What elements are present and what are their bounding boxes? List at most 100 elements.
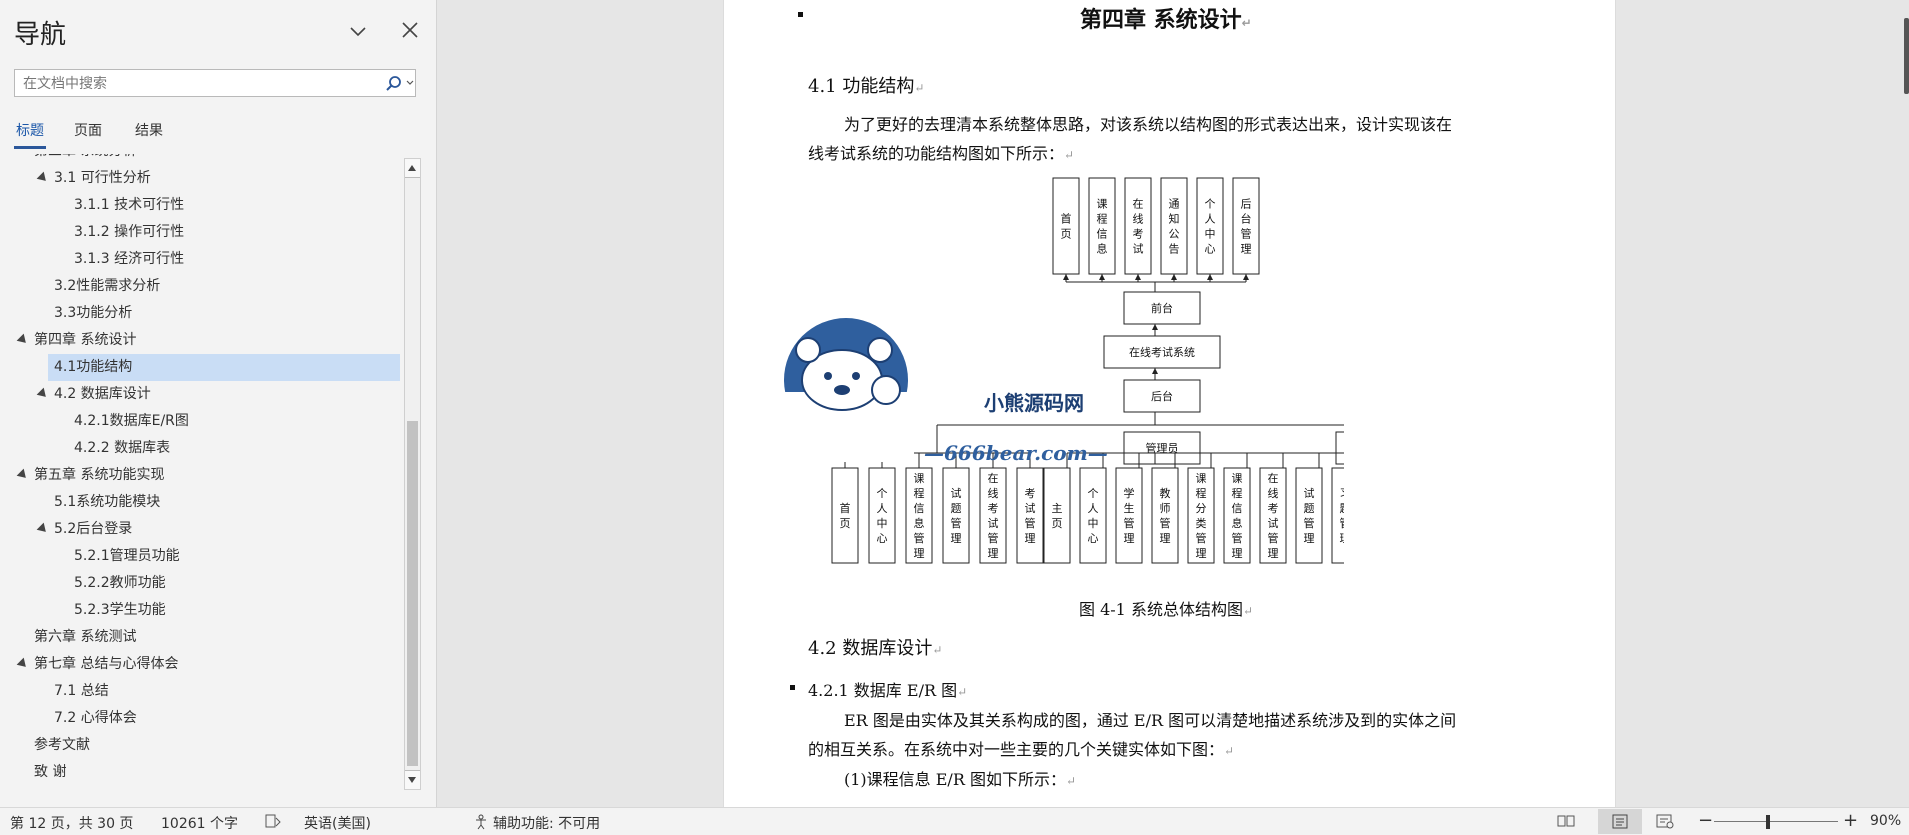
- svg-text:个: 个: [877, 487, 888, 500]
- document-scrollbar-thumb[interactable]: [1904, 18, 1909, 94]
- svg-text:理: 理: [1268, 547, 1279, 560]
- module-label: 主页: [1052, 502, 1063, 530]
- nav-tree-item[interactable]: 4.1功能结构: [0, 354, 404, 381]
- svg-text:页: 页: [1052, 517, 1063, 530]
- document-page[interactable]: 第四章 系统设计↵ 4.1 功能结构↵ 为了更好的去理清本系统整体思路，对该系统…: [723, 0, 1616, 807]
- accessibility-status[interactable]: 辅助功能: 不可用: [493, 816, 601, 832]
- zoom-out-button[interactable]: −: [1698, 810, 1714, 831]
- front-box: [1123, 291, 1201, 325]
- watermark-brand: 小熊源码网: [984, 391, 1084, 415]
- svg-text:管: 管: [1340, 516, 1345, 530]
- nav-tree-item[interactable]: 3.1.3 经济可行性: [0, 246, 404, 273]
- nav-tree-item[interactable]: 第三章 系统分析: [0, 154, 404, 165]
- tab-pages[interactable]: 页面: [74, 123, 102, 139]
- nav-tree-item[interactable]: 致 谢: [0, 759, 404, 786]
- svg-text:理: 理: [1232, 547, 1243, 560]
- scroll-down-button[interactable]: [405, 770, 420, 789]
- nav-tree-item[interactable]: 3.1 可行性分析: [0, 165, 404, 192]
- nav-tree-item[interactable]: 第七章 总结与心得体会: [0, 651, 404, 678]
- scroll-up-button[interactable]: [405, 159, 420, 178]
- nav-tree-label: 4.2.1数据库E/R图: [74, 413, 189, 429]
- module-box: [1295, 467, 1323, 564]
- module-box: [1016, 467, 1044, 564]
- nav-tree-item[interactable]: 参考文献: [0, 732, 404, 759]
- close-icon[interactable]: [398, 18, 422, 42]
- module-box: [1160, 177, 1188, 275]
- module-label: 在线考试: [1133, 198, 1144, 256]
- system-box: [1103, 335, 1221, 369]
- nav-tree-item[interactable]: 4.2.2 数据库表: [0, 435, 404, 462]
- module-box: [868, 467, 896, 564]
- proofing-icon[interactable]: [265, 814, 281, 828]
- svg-text:息: 息: [1232, 516, 1243, 530]
- nav-tree-item[interactable]: 第五章 系统功能实现: [0, 462, 404, 489]
- accessibility-icon[interactable]: [473, 814, 489, 830]
- nav-tree-label: 致 谢: [34, 764, 67, 780]
- nav-scrollbar[interactable]: [404, 158, 421, 790]
- module-box: [1115, 467, 1143, 564]
- nav-tree-item[interactable]: 第四章 系统设计: [0, 327, 404, 354]
- nav-tree-label: 4.2.2 数据库表: [74, 440, 171, 456]
- nav-tree-item[interactable]: 5.1系统功能模块: [0, 489, 404, 516]
- chevron-down-icon[interactable]: [346, 20, 370, 44]
- zoom-in-button[interactable]: +: [1843, 810, 1859, 831]
- svg-text:心: 心: [1205, 243, 1216, 256]
- search-input[interactable]: [21, 73, 385, 95]
- svg-text:管: 管: [1268, 531, 1279, 545]
- nav-tree-label: 5.2.1管理员功能: [74, 548, 180, 564]
- nav-tree-item[interactable]: 4.2.1数据库E/R图: [0, 408, 404, 435]
- nav-tree-label: 5.2.2教师功能: [74, 575, 166, 591]
- student-box: [1335, 431, 1344, 465]
- nav-tree-label: 3.1 可行性分析: [54, 170, 151, 186]
- svg-text:考: 考: [1025, 487, 1036, 500]
- nav-tree-item[interactable]: 3.3功能分析: [0, 300, 404, 327]
- tab-results[interactable]: 结果: [135, 123, 163, 139]
- heading-bullet: [790, 685, 795, 690]
- nav-tree-item[interactable]: 4.2 数据库设计: [0, 381, 404, 408]
- zoom-level[interactable]: 90%: [1870, 813, 1902, 829]
- module-label: 课程信息: [1097, 198, 1108, 256]
- svg-text:信: 信: [914, 502, 925, 515]
- svg-text:生: 生: [1124, 501, 1135, 515]
- scrollbar-thumb[interactable]: [407, 421, 418, 766]
- print-layout-icon: [1612, 814, 1628, 829]
- zoom-slider[interactable]: [1714, 821, 1838, 822]
- page-count[interactable]: 第 12 页，共 30 页: [10, 816, 134, 832]
- svg-text:告: 告: [1169, 243, 1180, 256]
- nav-tree-label: 3.1.2 操作可行性: [74, 224, 185, 240]
- zoom-slider-thumb[interactable]: [1766, 815, 1770, 829]
- search-icon[interactable]: [385, 75, 403, 93]
- nav-tree-item[interactable]: 5.2.2教师功能: [0, 570, 404, 597]
- watermark-logo: [784, 318, 914, 462]
- nav-tree-item[interactable]: 第六章 系统测试: [0, 624, 404, 651]
- module-box: [831, 467, 859, 564]
- nav-tree-item[interactable]: 5.2.1管理员功能: [0, 543, 404, 570]
- web-layout-icon[interactable]: [1656, 814, 1674, 829]
- print-layout-button[interactable]: [1598, 809, 1642, 834]
- nav-tree-item[interactable]: 7.1 总结: [0, 678, 404, 705]
- nav-tree-item[interactable]: 5.2后台登录: [0, 516, 404, 543]
- nav-tree-item[interactable]: 5.2.3学生功能: [0, 597, 404, 624]
- svg-text:信: 信: [1232, 502, 1243, 515]
- nav-tree-item[interactable]: 3.1.1 技术可行性: [0, 192, 404, 219]
- svg-text:试: 试: [951, 487, 962, 500]
- nav-tree-item[interactable]: 3.1.2 操作可行性: [0, 219, 404, 246]
- word-count[interactable]: 10261 个字: [161, 816, 238, 832]
- nav-tree-item[interactable]: 7.2 心得体会: [0, 705, 404, 732]
- language[interactable]: 英语(美国): [304, 816, 371, 832]
- svg-text:台: 台: [1241, 212, 1252, 226]
- svg-text:理: 理: [1025, 532, 1036, 545]
- nav-tree-item[interactable]: 3.2性能需求分析: [0, 273, 404, 300]
- read-mode-icon[interactable]: [1556, 814, 1576, 828]
- tab-headings[interactable]: 标题: [16, 123, 44, 139]
- module-box: [942, 467, 970, 564]
- svg-text:理: 理: [914, 547, 925, 560]
- section-heading-4-2: 4.2 数据库设计↵: [808, 638, 943, 659]
- dropdown-arrow-icon[interactable]: [405, 78, 415, 88]
- svg-text:理: 理: [951, 532, 962, 545]
